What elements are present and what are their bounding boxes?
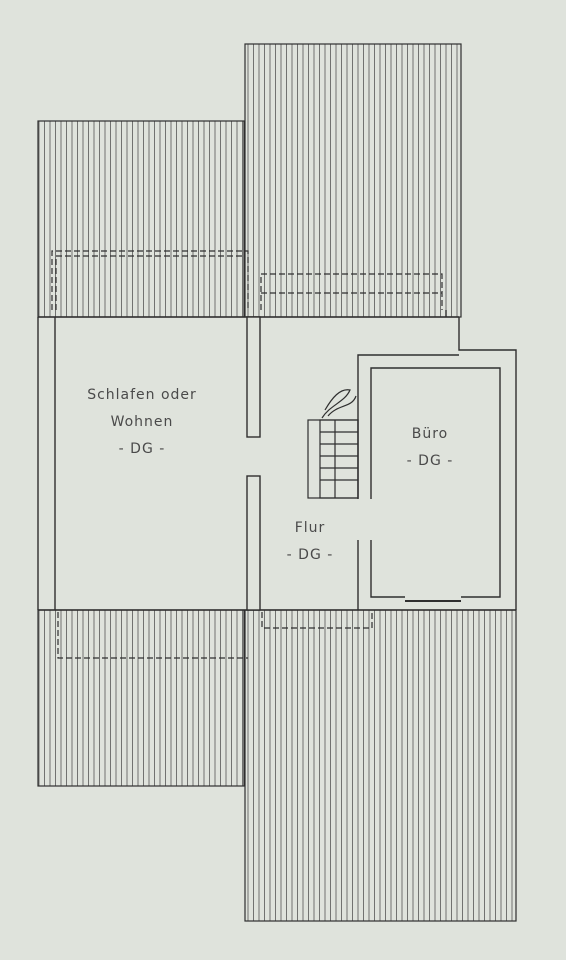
room-name: Schlafen oder [87, 387, 197, 403]
room-label-schlafen: Schlafen oder Wohnen - DG - [62, 382, 222, 463]
roof-hatch-top [37, 43, 462, 318]
room-name: Flur [294, 520, 326, 536]
room-level: - DG - [406, 453, 454, 469]
room-name: Büro [411, 426, 449, 442]
room-name-line2: Wohnen [110, 414, 174, 430]
room-label-flur: Flur - DG - [260, 515, 360, 569]
room-level: - DG - [118, 441, 166, 457]
room-level: - DG - [286, 547, 334, 563]
knee-wall-lines [51, 250, 443, 659]
room-label-buero: Büro - DG - [380, 421, 480, 475]
staircase [307, 389, 359, 499]
